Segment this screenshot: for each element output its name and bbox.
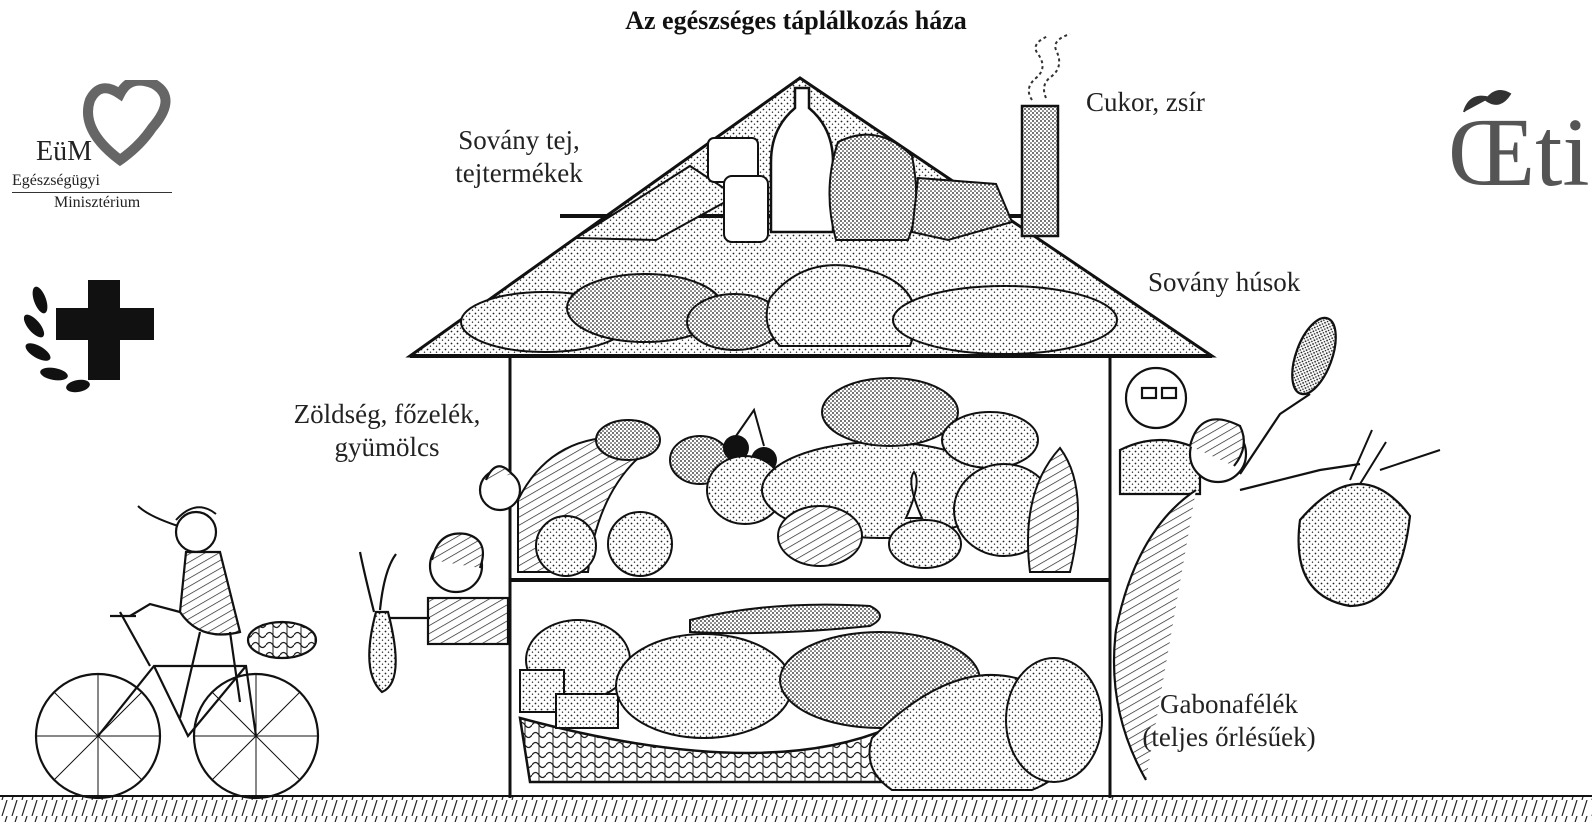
label-grains: Gabonafélék (teljes őrlésűek) [1126,688,1332,754]
label-vegetables-line2: gyümölcs [274,431,500,464]
label-dairy: Sovány tej, tejtermékek [424,124,614,190]
fruit-vegetable-foods [518,378,1078,576]
eum-logo: EüM Egészségügyi Minisztérium [10,80,180,220]
label-dairy-line2: tejtermékek [424,157,614,190]
ground-strip [0,796,1592,822]
label-grains-line2: (teljes őrlésűek) [1126,721,1332,754]
eum-line2: Minisztérium [54,194,140,212]
label-dairy-line1: Sovány tej, [424,124,614,157]
dairy-foods [576,88,1012,242]
boy-with-vegetable [360,466,520,692]
oeti-text: Œti [1448,98,1590,208]
label-grains-line1: Gabonafélék [1126,688,1332,721]
oeti-logo: Œti [1448,88,1592,238]
eum-line1: Egészségügyi [12,172,100,190]
label-sugar-fat: Cukor, zsír [1086,86,1205,119]
cross-laurel-logo-icon [20,270,170,400]
chimney [1022,34,1070,236]
eum-short: EüM [36,136,92,168]
label-meat: Sovány húsok [1148,266,1300,299]
label-vegetables-line1: Zöldség, főzelék, [274,398,500,431]
label-vegetables: Zöldség, főzelék, gyümölcs [274,398,500,464]
woman-on-bicycle [36,506,318,798]
grain-foods [520,605,1102,790]
